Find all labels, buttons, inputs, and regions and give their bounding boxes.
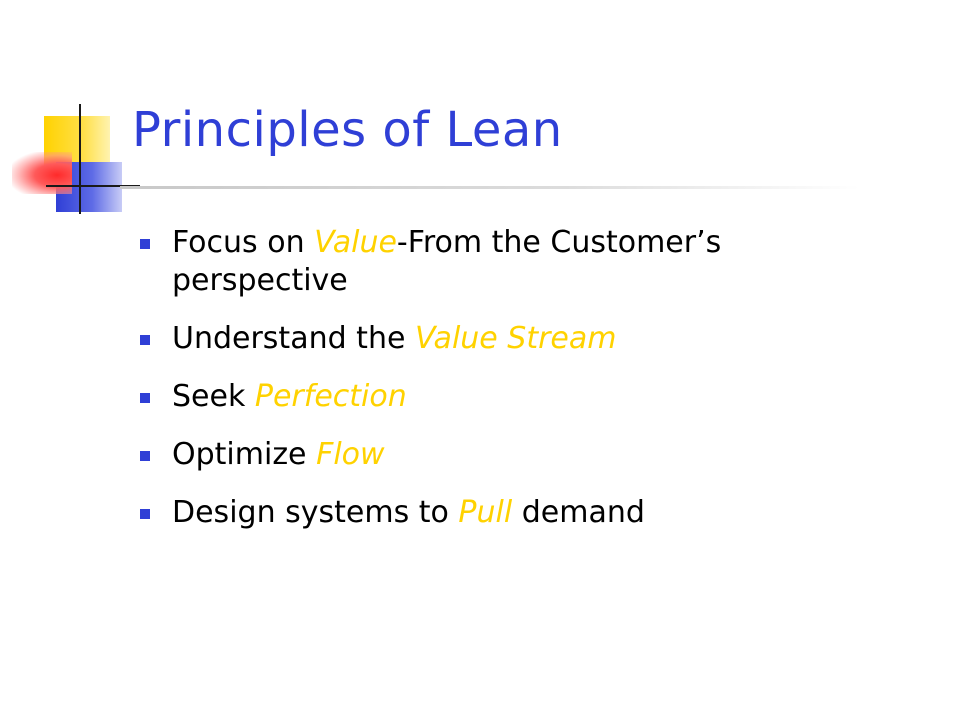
- bullet-text: Focus on: [172, 225, 315, 260]
- bullet-item: Design systems to Pull demand: [140, 494, 900, 532]
- logo-graphic: [0, 0, 140, 230]
- bullet-emphasis: Perfection: [254, 379, 407, 414]
- bullet-marker-icon: [140, 451, 150, 461]
- bullet-text: -From the Customer’s perspective: [172, 225, 722, 298]
- bullet-emphasis: Value Stream: [414, 321, 617, 356]
- bullet-marker-icon: [140, 239, 150, 249]
- bullet-emphasis: Flow: [316, 437, 385, 472]
- slide-title: Principles of Lean: [132, 102, 563, 158]
- bullet-item: Optimize Flow: [140, 436, 900, 474]
- bullet-item: Understand the Value Stream: [140, 320, 900, 358]
- bullet-item: Seek Perfection: [140, 378, 900, 416]
- bullet-emphasis: Value: [314, 225, 397, 260]
- logo-vertical-line: [79, 104, 81, 214]
- bullet-text: Seek: [172, 379, 255, 414]
- bullet-marker-icon: [140, 509, 150, 519]
- bullet-text: Optimize: [172, 437, 317, 472]
- logo-red-square: [12, 152, 72, 194]
- bullet-text: demand: [512, 495, 645, 530]
- bullet-text: Design systems to: [172, 495, 459, 530]
- bullet-text: Understand the: [172, 321, 415, 356]
- bullet-item: Focus on Value-From the Customer’s persp…: [140, 224, 900, 300]
- bullet-marker-icon: [140, 335, 150, 345]
- bullet-list: Focus on Value-From the Customer’s persp…: [140, 224, 900, 552]
- title-underline: [120, 186, 860, 189]
- logo-horizontal-line: [46, 185, 140, 187]
- bullet-marker-icon: [140, 393, 150, 403]
- bullet-emphasis: Pull: [458, 495, 513, 530]
